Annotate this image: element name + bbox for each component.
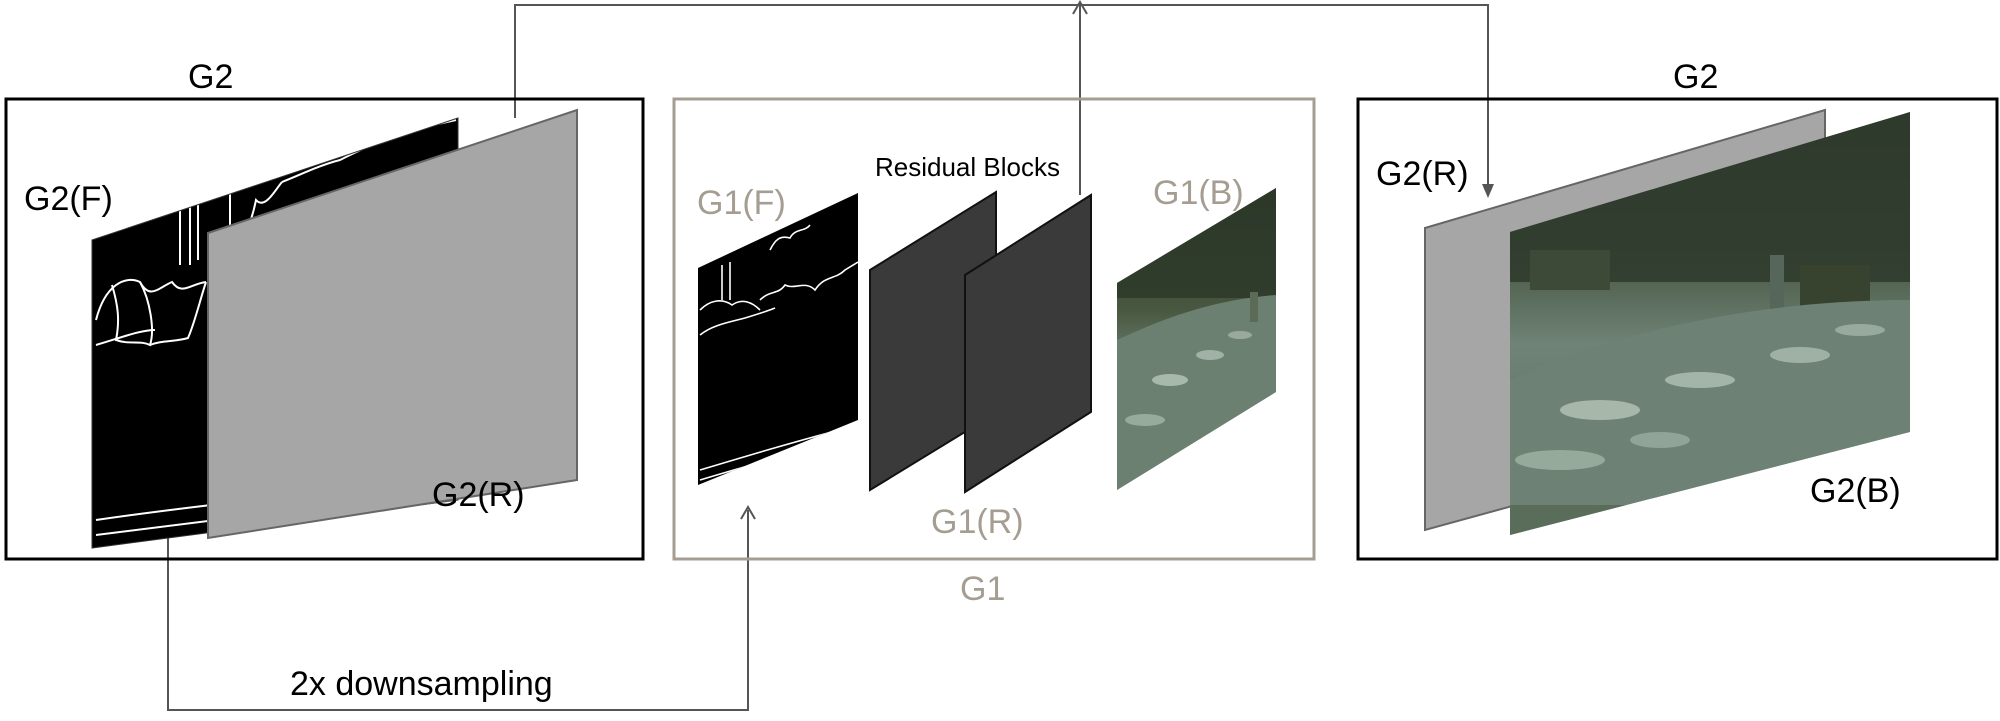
- downsampling-label: 2x downsampling: [290, 665, 553, 703]
- g2-left-title: G2: [188, 58, 234, 96]
- g1-front-plane: [698, 193, 858, 485]
- g1-rear-label: G1(R): [931, 503, 1024, 541]
- g1-back-plane: [1117, 188, 1276, 490]
- g2-right-rear-label: G2(R): [1376, 155, 1469, 193]
- g1-title: G1: [960, 570, 1006, 608]
- g1-frame: [672, 97, 1316, 561]
- g2-left-front-label: G2(F): [24, 180, 113, 218]
- g2-left-rear-label: G2(R): [432, 476, 525, 514]
- downsampling-line: [167, 510, 749, 711]
- g2-left-rear-plane: [207, 108, 578, 540]
- skip-connection-arrowhead: [1482, 184, 1494, 198]
- g2-left-frame: [4, 97, 645, 561]
- g1-back-label: G1(B): [1153, 174, 1244, 212]
- g2-right-back-label: G2(B): [1810, 472, 1901, 510]
- residual-arrowhead: [1072, 0, 1088, 15]
- g1-front-label: G1(F): [697, 184, 786, 222]
- downsampling-arrowhead: [740, 505, 756, 520]
- g1-residual-label: Residual Blocks: [875, 152, 1060, 182]
- residual-block-2: [964, 193, 1092, 494]
- g2-right-back-plane: [1510, 112, 1910, 535]
- g2-right-frame: [1356, 97, 1999, 561]
- g2-right-title: G2: [1673, 58, 1719, 96]
